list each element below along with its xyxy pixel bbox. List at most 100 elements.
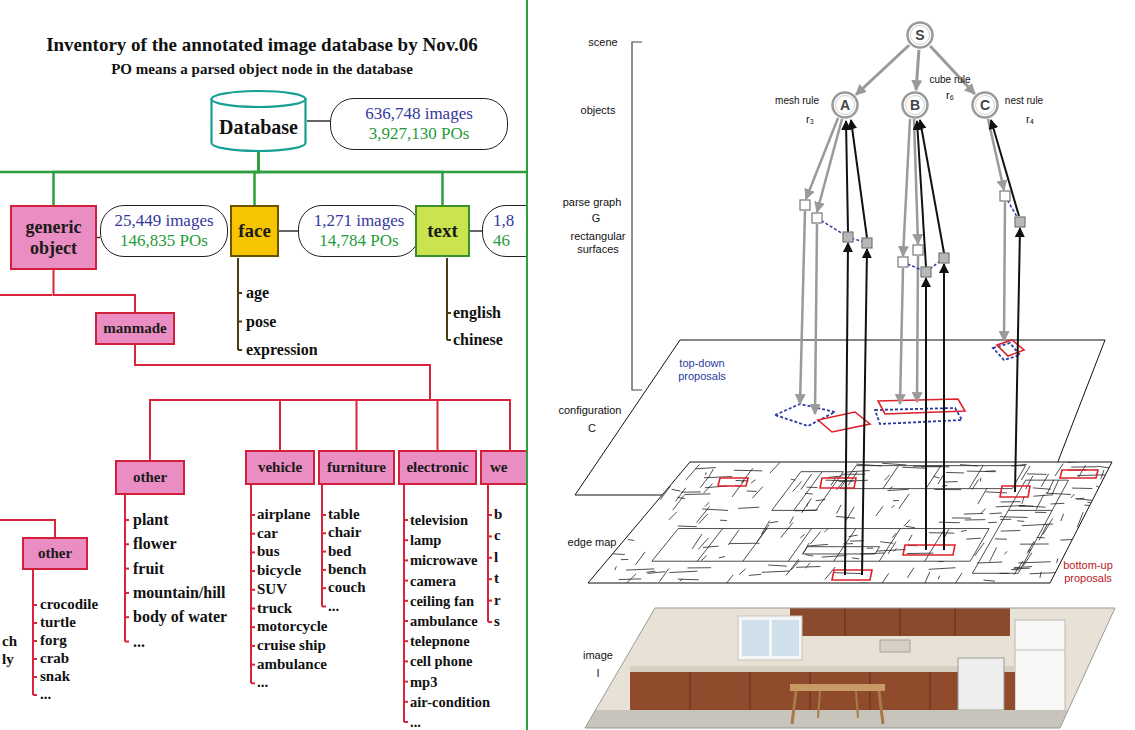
edge-stroke	[892, 505, 895, 508]
connector	[135, 345, 430, 460]
leaf-label: fruit	[133, 559, 164, 577]
edge-stroke	[680, 579, 683, 582]
leaf-label: age	[246, 284, 269, 302]
top-down-arrows-part	[806, 118, 838, 199]
edge-stroke	[626, 569, 654, 570]
edge-stroke	[880, 542, 893, 544]
edge-stroke	[907, 553, 933, 554]
kitchen-photo-part	[750, 672, 751, 710]
tree-tick	[488, 578, 492, 580]
edge-stroke	[705, 502, 709, 506]
edge-stroke	[956, 573, 962, 583]
edge-stroke	[1021, 466, 1030, 480]
edge-stroke	[883, 466, 899, 489]
surface-squares-part	[898, 257, 908, 267]
edge-stroke	[751, 480, 756, 484]
edge-stroke	[995, 538, 1007, 539]
tree-tick	[447, 339, 451, 341]
edge-stroke	[1013, 568, 1030, 570]
edge-stroke	[1071, 466, 1097, 467]
node-text: 636,748 images	[365, 104, 473, 124]
leaf-label: motorcycle	[257, 619, 328, 636]
edge-stroke	[966, 538, 981, 540]
bottom-up-arrows-part	[846, 121, 848, 232]
circle-ring	[836, 96, 855, 115]
leaf-label: ly	[2, 651, 14, 668]
bottom-up-arrows	[845, 120, 1020, 575]
tree-tick	[488, 557, 492, 559]
leaf-label: ...	[257, 675, 268, 692]
leaf-label: chair	[328, 525, 361, 542]
branch-line	[0, 294, 52, 296]
edge-lines	[613, 461, 1109, 584]
edge-stroke	[1077, 512, 1083, 527]
surface-links	[817, 196, 1020, 272]
bottom-up-arrows-part	[920, 120, 944, 253]
circle-ring	[903, 93, 928, 118]
tree-tick	[251, 626, 255, 628]
leaf-label: SUV	[257, 581, 287, 598]
leaf-label: ceiling fan	[410, 592, 474, 609]
edge-stroke	[738, 507, 759, 508]
tree-tick	[404, 580, 408, 582]
edge-stroke	[981, 509, 986, 514]
edge-stroke	[791, 561, 800, 571]
bracket	[632, 42, 642, 390]
count-pill: 1,271 images14,784 POs	[298, 205, 420, 257]
top-down-arrows-part	[900, 268, 903, 404]
edge-stroke	[652, 561, 970, 562]
edge-stroke	[790, 517, 794, 524]
top-down-arrows-part	[817, 119, 842, 212]
kitchen-photo-part	[958, 658, 1004, 710]
kitchen-photo-part	[845, 606, 846, 636]
edge-stroke	[1043, 518, 1053, 534]
top-down-arrows	[800, 118, 1005, 414]
node-text: B	[910, 97, 920, 113]
edge-stroke	[781, 523, 793, 538]
edge-stroke	[743, 529, 767, 562]
inventory-panel: Inventory of the annotated image databas…	[0, 0, 526, 730]
category-box: other	[22, 537, 88, 570]
leaf-label: english	[453, 304, 501, 322]
leaf-label: t	[494, 571, 499, 588]
edge-stroke	[807, 544, 828, 546]
edge-stroke	[688, 567, 711, 568]
tree-tick	[125, 616, 129, 618]
leaf-label: ...	[410, 714, 421, 730]
edge-stroke	[888, 542, 896, 554]
edge-stroke	[739, 569, 745, 575]
tree-tick	[251, 664, 255, 666]
edge-stroke	[772, 472, 801, 511]
kitchen-photo-part	[792, 691, 796, 724]
edge-stroke	[770, 462, 780, 473]
divider-line	[526, 0, 528, 730]
bottom-up-arrows-part	[943, 264, 945, 550]
title: Inventory of the annotated image databas…	[46, 34, 478, 56]
photo-frame	[585, 608, 1115, 728]
category-box: electronic	[398, 450, 477, 485]
edge-stroke	[652, 529, 678, 562]
circle-ring	[906, 96, 925, 115]
leaf-label: forg	[40, 632, 67, 649]
tree-tick	[238, 321, 242, 323]
edge-stroke	[877, 549, 906, 551]
leaf-label: camera	[410, 572, 456, 589]
edge-stroke	[925, 572, 930, 583]
tree-line	[446, 258, 448, 340]
edge-stroke	[960, 465, 978, 466]
leaf-label: microwave	[410, 552, 477, 569]
edge-stroke	[1000, 519, 1011, 520]
object-circle: C	[971, 91, 999, 119]
kitchen-photo-part	[630, 666, 1015, 672]
edge-stroke	[1057, 558, 1058, 563]
proposal-shapes-part	[818, 412, 870, 432]
leaf-label: b	[494, 506, 502, 523]
leaf-label: ambulance	[410, 613, 478, 630]
edge-stroke	[939, 522, 960, 524]
edge-stroke	[1000, 516, 1028, 518]
rule-label: r₆	[946, 89, 954, 102]
category-box: face	[230, 205, 279, 257]
surface-squares-part	[913, 245, 923, 255]
top-down-arrows-part	[903, 119, 910, 256]
tree-tick	[251, 682, 255, 684]
